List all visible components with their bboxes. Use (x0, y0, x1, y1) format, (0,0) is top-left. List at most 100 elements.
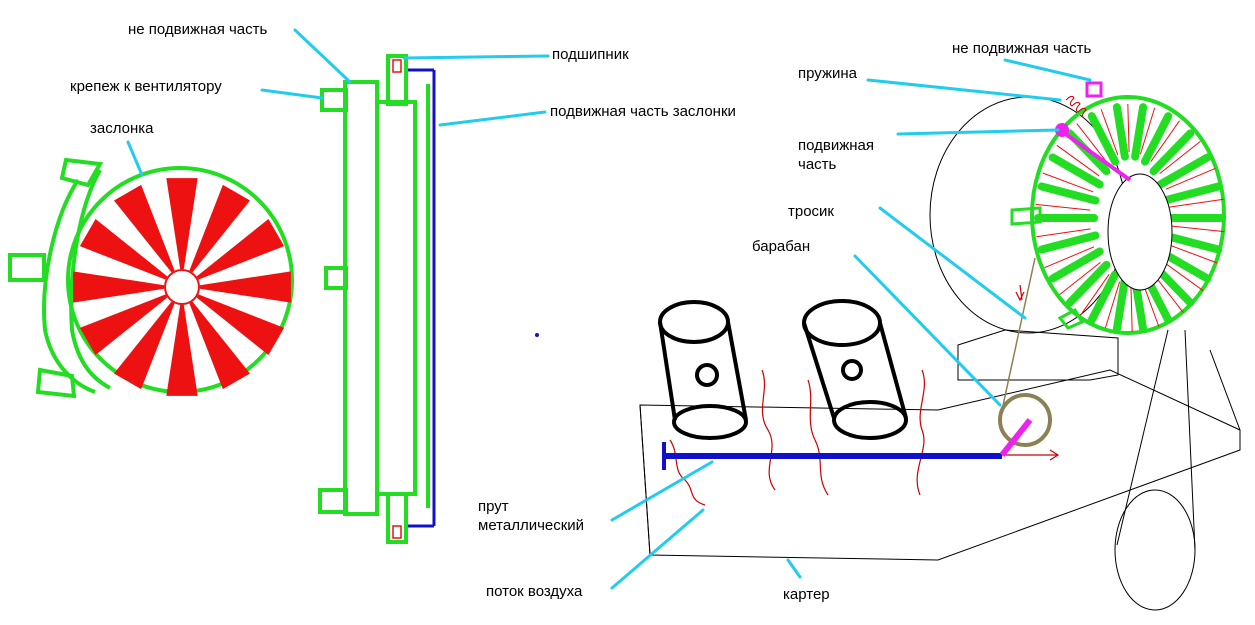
inner-frame-body (375, 100, 417, 496)
rotor-vane-edge (1059, 261, 1101, 295)
cylinder-2-top (802, 299, 882, 347)
damper-blade (189, 184, 251, 273)
leader-crankcase (786, 558, 802, 579)
metal-rod (662, 442, 1002, 470)
rotor-vane (1087, 270, 1120, 324)
engine-assembly (639, 96, 1241, 611)
rotor-vane (1037, 182, 1100, 205)
engine-block (957, 329, 1119, 381)
cylinder-2-side-right (878, 322, 908, 419)
rotor-vane (1112, 103, 1129, 161)
label-mount-to-fan: крепеж к вентилятору (70, 78, 222, 95)
rotor-vane-edge (1130, 283, 1133, 332)
rotor-vane (1112, 275, 1129, 333)
rotor-vane-edge (1036, 228, 1091, 238)
rotor-vane-edge (1169, 198, 1224, 208)
leader-fixed-part-right (1003, 58, 1092, 82)
cylinder-2-bottom (832, 400, 908, 440)
rotor-vane (1087, 112, 1120, 166)
leader-airflow (610, 508, 705, 590)
cylinder-1-hole (695, 363, 719, 387)
label-fixed-part-right: не подвижная часть (952, 40, 1092, 57)
cylinder-2-hole (841, 359, 863, 381)
damper-blade (166, 178, 198, 270)
rotor-vane-edge (1165, 167, 1216, 190)
damper-blade (73, 271, 165, 303)
belt-pulley (1114, 489, 1196, 611)
rotor-vane (1037, 231, 1100, 254)
rotor-vane-edge (1139, 107, 1156, 155)
frame-line (1209, 349, 1241, 431)
rotor-vane-edge (1127, 104, 1130, 153)
leader-spring (866, 78, 1062, 102)
rotor-vane (1048, 247, 1104, 283)
rotor-vane (1160, 182, 1223, 205)
rotor-vane-edge (1100, 109, 1119, 156)
rotor-vane-edge (1042, 172, 1094, 193)
belt-line-left (1116, 329, 1169, 546)
rotor-vane (1149, 129, 1195, 176)
rotor-vane-edge (1169, 225, 1225, 233)
rotor-vane-edge (1166, 243, 1218, 264)
label-moving-part-1: подвижная (798, 137, 874, 154)
damper-blade (196, 218, 285, 280)
drum (998, 393, 1052, 447)
leader-moving-part (896, 128, 1060, 136)
leader-bearing (402, 54, 550, 60)
drum-lever (999, 418, 1033, 457)
rotor-vane (1160, 231, 1223, 254)
fixed-part-anchor (1085, 81, 1103, 98)
mount-block-middle (324, 266, 348, 290)
damper-blade (199, 271, 291, 303)
label-spring: пружина (798, 65, 858, 82)
fixed-part-body (343, 80, 379, 516)
damper-front-view (8, 157, 294, 399)
mount-block-bottom (318, 488, 348, 514)
rotor-vane-edge (1044, 246, 1095, 269)
rotor-vane (1156, 153, 1212, 189)
moving-part-pivot (1055, 123, 1069, 137)
mount-block-top (320, 88, 348, 112)
rotor-vane-edge (1159, 141, 1201, 175)
leader-fixed-part-left (293, 28, 352, 84)
labels: не подвижная часть крепеж к вентилятору … (70, 21, 1092, 603)
damper-hub (164, 269, 200, 305)
label-bearing: подшипник (552, 46, 629, 63)
label-damper: заслонка (90, 120, 154, 137)
rotor-vane-edge (1080, 274, 1110, 316)
cylinder-2-side-left (802, 322, 836, 419)
label-cable: тросик (788, 203, 834, 220)
bearing-bottom (386, 492, 408, 544)
leader-mount-to-fan (260, 88, 324, 100)
cylinders (658, 299, 908, 440)
crankcase-outline (639, 369, 1241, 561)
fan-rotor (1010, 95, 1226, 335)
leader-moving-damper-part (438, 110, 547, 127)
bearing-top-inner (392, 59, 402, 73)
label-airflow: поток воздуха (486, 583, 583, 600)
damper-blade (196, 294, 285, 356)
label-crankcase: картер (783, 586, 830, 603)
damper-blade (113, 301, 175, 390)
fan-rotor-hub (1107, 173, 1173, 291)
damper-side-view (318, 54, 436, 544)
cylinder-1-side-left (658, 321, 677, 421)
label-fixed-part-left: не подвижная часть (128, 21, 268, 38)
label-rod-1: прут (478, 498, 509, 515)
rotor-vane-edge (1150, 120, 1180, 162)
rotor-vane (1048, 153, 1104, 189)
leader-drum (853, 254, 1002, 407)
label-drum: барабан (752, 238, 810, 255)
leader-damper (126, 140, 144, 177)
label-rod-2: металлический (478, 517, 584, 534)
fan-mount-bottom (1057, 307, 1085, 330)
spring (1065, 95, 1087, 119)
belt-line-right (1184, 329, 1196, 551)
rotor-vane-edge (1035, 203, 1091, 211)
cable (1001, 257, 1036, 411)
cylinder-1-bottom (672, 404, 748, 440)
rotor-vane (1065, 260, 1111, 307)
rotor-vane-edge (1104, 281, 1121, 329)
